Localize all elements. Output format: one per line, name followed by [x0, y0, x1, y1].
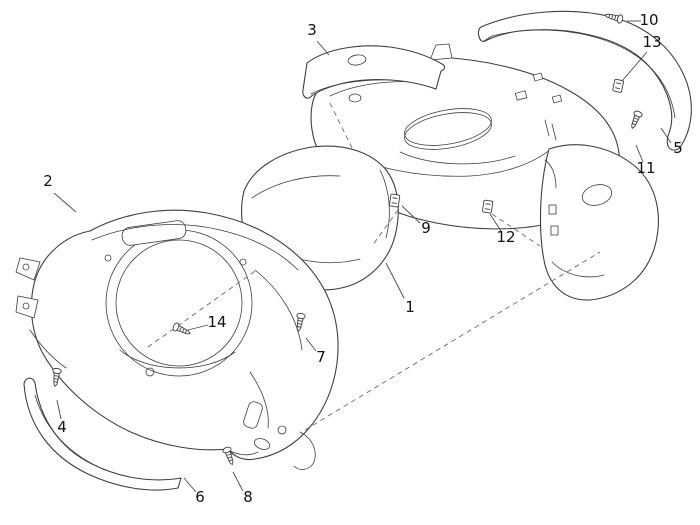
- callout-13-label[interactable]: 13: [642, 33, 661, 51]
- callout-3-leader: [316, 40, 330, 56]
- callout-8-leader: [232, 471, 244, 492]
- callout-7-leader: [305, 337, 317, 352]
- callout-6-label[interactable]: 6: [195, 488, 205, 506]
- callout-2-label[interactable]: 2: [43, 172, 53, 190]
- callout-leaders: [53, 20, 672, 493]
- callout-11-label[interactable]: 11: [636, 159, 655, 177]
- callout-9-label[interactable]: 9: [421, 219, 431, 237]
- assembly-axis-lines: [147, 102, 601, 431]
- callout-5-leader: [660, 127, 672, 144]
- callout-4-label[interactable]: 4: [57, 418, 67, 436]
- callout-12-leader: [489, 213, 502, 232]
- callout-5-label[interactable]: 5: [673, 139, 683, 157]
- callout-14-label[interactable]: 14: [207, 313, 226, 331]
- callout-4-leader: [56, 399, 62, 420]
- callout-7-label[interactable]: 7: [316, 348, 326, 366]
- callout-8-label[interactable]: 8: [243, 488, 253, 506]
- part-6-drawing: [23, 377, 182, 491]
- part-5-drawing: [477, 10, 692, 151]
- callout-14-leader: [187, 324, 209, 331]
- part-2-drawing: [15, 209, 339, 470]
- callout-11-leader: [635, 144, 644, 163]
- part-3-drawing: [302, 45, 446, 99]
- callout-1-leader: [385, 262, 405, 299]
- callout-2-leader: [53, 192, 77, 213]
- rear-cover-right-wing-drawing: [539, 144, 659, 301]
- screw-11-drawing: [627, 109, 644, 131]
- callout-6-leader: [183, 477, 197, 493]
- clip-12-drawing: [481, 199, 494, 214]
- callout-13-leader: [621, 51, 648, 82]
- callout-9-leader: [401, 205, 421, 224]
- clip-9-drawing: [388, 193, 401, 208]
- callout-12-label[interactable]: 12: [496, 228, 515, 246]
- callout-1-label[interactable]: 1: [405, 298, 415, 316]
- callout-10-label[interactable]: 10: [639, 11, 658, 29]
- callout-3-label[interactable]: 3: [307, 21, 317, 39]
